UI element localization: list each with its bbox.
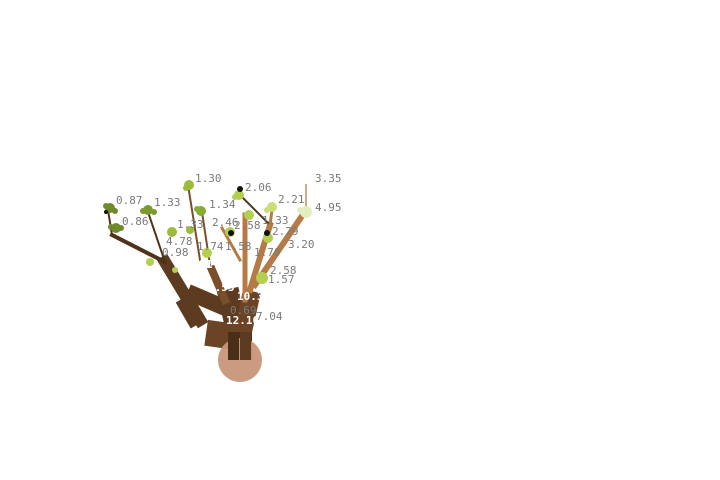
value-label: 1.33 [177,218,204,231]
value-label: 1.57 [268,273,295,286]
value-label: 1.21 [186,258,213,271]
value-label: 0.87 [116,194,143,207]
value-label: 0.98 [162,246,189,259]
value-label: 4.95 [315,201,342,214]
trunk-base [240,332,251,360]
branch [268,208,274,227]
value-label: 3.20 [288,238,315,251]
value-label: 1.74 [197,240,224,253]
value-label: 0.86 [122,215,149,228]
value-labels: 0.87 1.33 1.30 2.06 1.34 2.21 3.35 4.95 … [116,172,342,327]
branch [146,210,167,264]
value-label: 4.78 [166,235,193,248]
branch [109,232,168,265]
value-label: 1.33 [154,196,181,209]
value-label: 2.58 [270,264,297,277]
value-label: 12.16 [226,314,259,327]
value-label: 1.70 [254,246,281,259]
branch [186,183,202,262]
value-label: 1.34 [209,198,236,211]
value-label: 2.29 [272,225,299,238]
trunk-base [228,332,239,360]
value-label: 10.32 [237,290,270,303]
branch [238,193,272,227]
value-label: 3.35 [315,172,342,185]
branch [106,208,114,237]
value-label: 9.53 [208,281,235,294]
value-label: 2.46 [212,216,239,229]
value-label: 0.69 [230,304,257,317]
value-label: 1.58 [225,240,252,253]
value-label: 2.21 [278,193,305,206]
value-label: 1.33 [262,214,289,227]
branch [219,225,243,263]
value-label: 2.06 [245,181,272,194]
branch [206,264,231,306]
value-label: 1.30 [195,172,222,185]
value-label: 2.58 [234,219,261,232]
value-label: 7.04 [256,310,283,323]
leaf-clusters [103,180,312,284]
trunk-block [175,293,207,329]
branch [184,284,241,321]
